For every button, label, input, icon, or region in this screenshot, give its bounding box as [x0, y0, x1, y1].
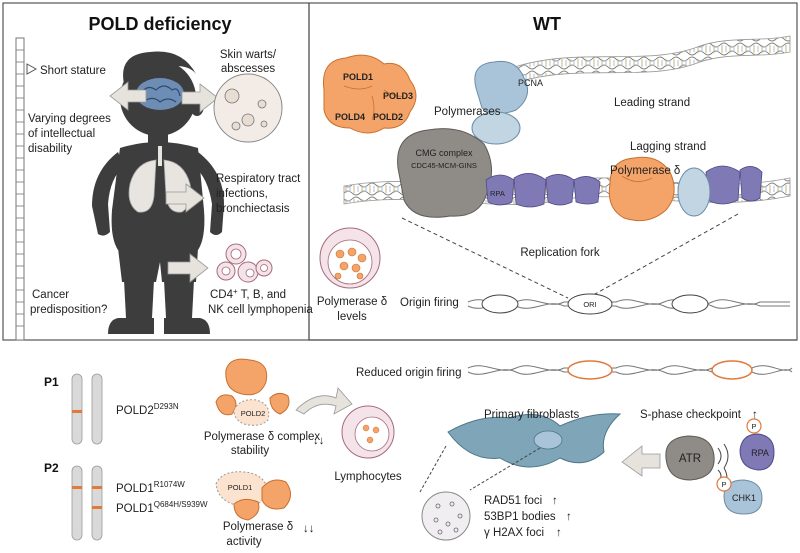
intellectual-label-2: of intellectual: [28, 128, 95, 140]
lympho-label-2: NK cell lymphopenia: [208, 304, 313, 316]
ori-label: ORI: [583, 300, 596, 309]
p-label-rpa: P: [751, 422, 756, 431]
replication-fork-label: Replication fork: [520, 247, 600, 259]
rpa-label-bottom: RPA: [751, 448, 769, 458]
lymphocyte-icon: [341, 405, 395, 459]
pold3-label: POLD3: [383, 91, 413, 101]
pold-complex-icon: [322, 54, 417, 134]
left-panel-title: POLD deficiency: [88, 14, 231, 34]
polymerase-levels-icon: [319, 227, 381, 289]
rad51-increase-arrow: ↑: [552, 495, 558, 507]
origin-firing-label: Origin firing: [400, 297, 459, 309]
atr-label: ATR: [679, 453, 701, 465]
activity-label-1: Polymerase δ: [223, 521, 293, 533]
cancer-label-1: Cancer: [32, 289, 69, 301]
arrow-right-lungs-icon: [165, 183, 205, 213]
p1-label: P1: [44, 375, 59, 389]
polymerase-delta-label: Polymerase δ: [610, 165, 680, 177]
right-panel-title: WT: [533, 14, 561, 34]
cmg-complex-icon: [397, 128, 492, 218]
bp53-label: 53BP1 bodies: [484, 511, 556, 523]
polymerase-delta-icon: [608, 156, 711, 222]
chk1-phospho-icon: [716, 476, 763, 515]
cmg-sub-label: CDC45-MCM-GINS: [411, 161, 477, 170]
activity-decrease-arrows: ↓↓: [303, 523, 315, 535]
complex-label-2: stability: [231, 445, 270, 457]
lympho-label-1: CD4+ T, B, and: [210, 287, 286, 301]
reduced-origin-dna: [467, 360, 793, 380]
resp-label-1: Respiratory tract: [216, 173, 301, 185]
pold2-label: POLD2: [373, 112, 403, 122]
p1-chromosomes-icon: [71, 373, 103, 445]
complex-label-1: Polymerase δ complex: [204, 431, 321, 443]
s-phase-increase-arrow: ↑: [752, 409, 758, 421]
bp53-increase-arrow: ↑: [566, 511, 572, 523]
p-label-chk1: P: [721, 480, 726, 489]
arrow-right-cells-icon: [167, 253, 209, 283]
lymphocyte-cells-icon: [216, 243, 273, 283]
rpa-proteins-icon: [485, 165, 763, 208]
pold1-label: POLD1: [343, 72, 373, 82]
p2-label: P2: [44, 461, 59, 475]
p2-mutation-label-b: POLD1Q684H/S939W: [116, 500, 208, 515]
s-phase-label: S-phase checkpoint: [640, 409, 742, 421]
rad51-label: RAD51 foci: [484, 495, 542, 507]
skin-lesion-icon: [213, 73, 283, 143]
checkpoint-arrow-icon: [621, 445, 661, 477]
rpa-label-wt: RPA: [490, 189, 505, 198]
resp-label-3: bronchiectasis: [216, 203, 290, 215]
skin-label-1: Skin warts/: [220, 49, 277, 61]
destabilized-complex-icon: [215, 358, 290, 426]
pcna-complex-icon: [471, 60, 529, 145]
pold4-label: POLD4: [335, 112, 365, 122]
pcna-label: PCNA: [518, 78, 543, 88]
fibroblasts-label: Primary fibroblasts: [484, 409, 579, 421]
origin-firing-dna: [467, 293, 790, 315]
leading-strand-dna: [487, 35, 791, 95]
leading-strand-label: Leading strand: [614, 97, 690, 109]
reduced-origin-label: Reduced origin firing: [356, 367, 461, 379]
pold1-mutant-icon: [215, 471, 291, 521]
pold1-small-label: POLD1: [228, 483, 253, 492]
pold2-small-label: POLD2: [241, 409, 266, 418]
resp-label-2: infections,: [216, 188, 268, 200]
chk1-label: CHK1: [732, 493, 756, 503]
nucleus-foci-icon: [421, 491, 471, 541]
complex-decrease-arrows: ↓↓: [313, 435, 325, 447]
lymphocytes-label: Lymphocytes: [334, 471, 402, 483]
intellectual-label-1: Varying degrees: [28, 113, 111, 125]
levels-label-1: Polymerase δ: [317, 296, 387, 308]
p1-mutation-label: POLD2D293N: [116, 402, 179, 417]
h2ax-label: γ H2AX foci: [484, 527, 544, 539]
lagging-strand-label: Lagging strand: [630, 141, 706, 153]
polymerases-label: Polymerases: [434, 106, 501, 118]
short-stature-label: Short stature: [40, 65, 106, 77]
brain-icon: [136, 78, 184, 110]
intellectual-label-3: disability: [28, 143, 72, 155]
skin-label-2: abscesses: [221, 63, 276, 75]
levels-label-2: levels: [337, 311, 367, 323]
cmg-label: CMG complex: [415, 148, 473, 158]
arrow-left-brain-icon: [109, 81, 147, 111]
height-ruler: [15, 37, 38, 341]
atr-protein-icon: [665, 435, 715, 481]
p2-mutation-label-a: POLD1R1074W: [116, 480, 185, 495]
h2ax-increase-arrow: ↑: [556, 527, 562, 539]
curved-arrow-icon: [295, 387, 353, 415]
activity-label-2: activity: [226, 536, 261, 548]
cancer-label-2: predisposition?: [30, 304, 107, 316]
arrow-right-skin-icon: [181, 83, 219, 113]
height-marker-icon: [26, 63, 38, 75]
rpa-phospho-icon: [739, 418, 775, 471]
fibroblast-icon: [447, 413, 622, 468]
p2-chromosomes-icon: [71, 465, 103, 541]
